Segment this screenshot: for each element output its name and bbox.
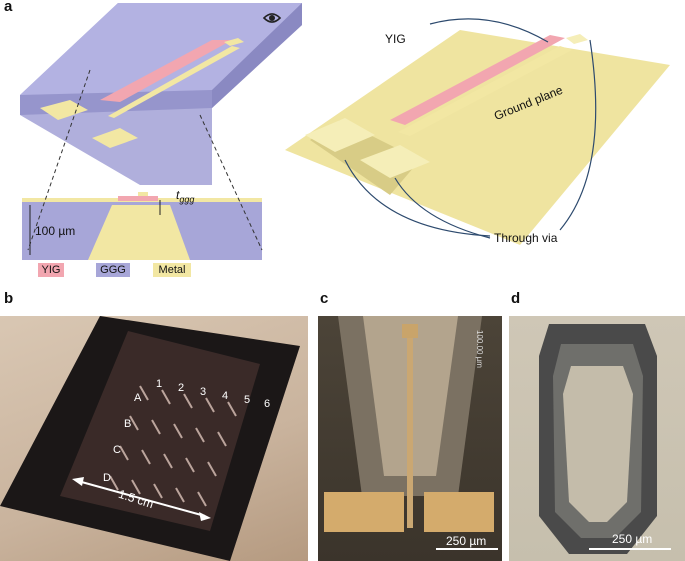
col-label-1: 1 bbox=[156, 378, 163, 390]
panel-d-drawing bbox=[539, 324, 671, 554]
scale-bar-c bbox=[436, 548, 498, 550]
panel-d-label: d bbox=[511, 290, 521, 307]
panel-b-label: b bbox=[4, 290, 14, 307]
pad-left-3 bbox=[224, 38, 244, 46]
t-symbol: t bbox=[176, 188, 180, 202]
pad-right-3 bbox=[566, 34, 588, 44]
t-ggg-label: tggg bbox=[176, 188, 194, 204]
projection-line-right bbox=[199, 114, 263, 251]
projection-line-left bbox=[27, 69, 91, 251]
size-arrow-head-left bbox=[72, 477, 84, 486]
via-pointer-arrow-left bbox=[344, 159, 491, 237]
cross-section-yig bbox=[118, 196, 158, 201]
col-label-2: 2 bbox=[178, 382, 185, 394]
col-label-6: 6 bbox=[264, 398, 271, 410]
legend-metal: Metal bbox=[153, 263, 191, 277]
signal-line-left bbox=[108, 46, 240, 118]
eye-icon bbox=[262, 13, 282, 23]
via-pointer-arrow-right bbox=[559, 39, 597, 231]
col-label-4: 4 bbox=[222, 390, 229, 402]
size-arrow-head-right bbox=[199, 512, 211, 521]
legend-ggg-label: GGG bbox=[100, 264, 126, 276]
size-arrow bbox=[77, 480, 206, 517]
top-pad bbox=[402, 324, 418, 338]
scale-bar-d bbox=[589, 548, 671, 550]
pad-right-2 bbox=[360, 145, 430, 178]
col-label-5: 5 bbox=[244, 394, 251, 406]
row-label-d: D bbox=[103, 472, 111, 484]
watermark-c: 100.00 µm bbox=[475, 330, 484, 368]
panel-c-drawing bbox=[324, 316, 498, 550]
legend-yig-label: YIG bbox=[41, 264, 61, 276]
scale-label-d: 250 µm bbox=[612, 532, 653, 546]
panel-b-drawing bbox=[0, 316, 300, 561]
panel-d-micrograph bbox=[509, 316, 685, 561]
thickness-label: 100 µm bbox=[35, 224, 76, 238]
pad-left-2 bbox=[92, 128, 138, 148]
signal-line-right bbox=[398, 46, 572, 136]
panel-c-micrograph bbox=[318, 316, 502, 561]
row-label-b: B bbox=[124, 418, 132, 430]
row-label-c: C bbox=[113, 444, 121, 456]
ggg-top-face bbox=[20, 3, 302, 95]
cross-section-via bbox=[88, 205, 190, 260]
col-label-3: 3 bbox=[200, 386, 207, 398]
legend-metal-label: Metal bbox=[158, 264, 186, 276]
via-floor-d bbox=[563, 366, 633, 522]
legend-ggg: GGG bbox=[96, 263, 130, 277]
legend-yig: YIG bbox=[38, 263, 64, 277]
ground-pad-left bbox=[324, 492, 404, 532]
panel-c-label: c bbox=[320, 290, 329, 307]
through-via-label: Through via bbox=[494, 231, 558, 245]
panel-a-figure bbox=[20, 3, 670, 260]
device-chip bbox=[60, 331, 260, 531]
yig-strip-left bbox=[100, 40, 232, 102]
ground-plane bbox=[285, 30, 670, 245]
scale-label-c: 250 µm bbox=[446, 534, 487, 548]
ggg-side-face bbox=[212, 3, 302, 108]
yig-label: YIG bbox=[385, 32, 406, 46]
pad-right-1 bbox=[305, 118, 375, 152]
device-grid bbox=[109, 385, 237, 507]
panel-b-photo bbox=[0, 316, 308, 561]
signal-line-c bbox=[407, 338, 413, 528]
yig-strip-right bbox=[390, 35, 565, 125]
pad-left-1 bbox=[40, 100, 88, 120]
ground-pad-right bbox=[424, 492, 494, 532]
via-pointer-arrow-mid bbox=[394, 177, 491, 239]
yig-pointer-arrow bbox=[429, 18, 549, 43]
panel-a-label: a bbox=[4, 0, 13, 15]
row-label-a: A bbox=[134, 392, 142, 404]
t-subscript: ggg bbox=[179, 194, 195, 205]
cross-section-signal bbox=[138, 192, 148, 196]
